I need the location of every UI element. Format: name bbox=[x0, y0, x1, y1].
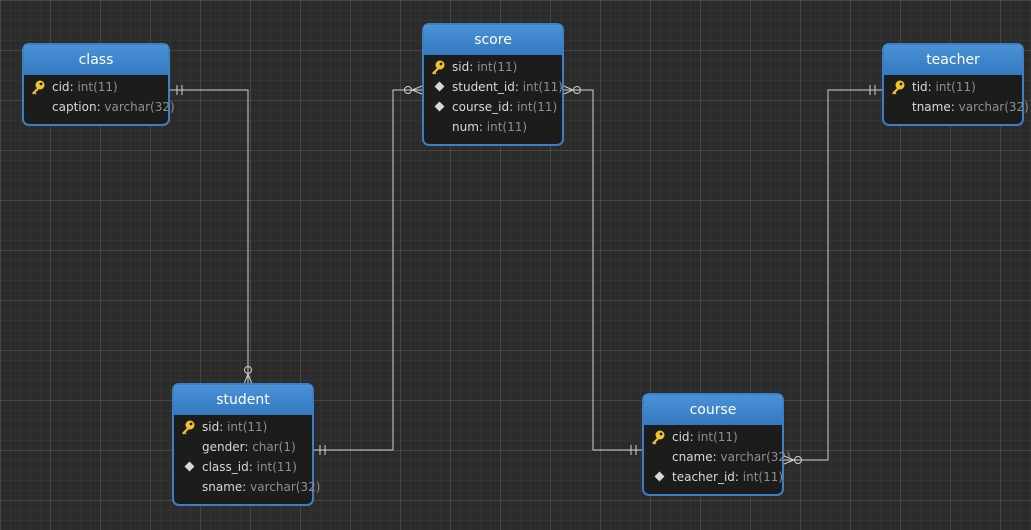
field-type: int(11) bbox=[742, 470, 784, 484]
field-sid[interactable]: sid: int(11) bbox=[424, 57, 562, 77]
field-cname[interactable]: cname: varchar(32) bbox=[672, 450, 791, 464]
field-caption[interactable]: caption: varchar(32) bbox=[52, 100, 175, 114]
field-type: varchar(32) bbox=[250, 480, 321, 494]
field-name: class_id bbox=[202, 460, 249, 474]
field-type: int(11) bbox=[522, 80, 563, 94]
field-name: tname bbox=[912, 100, 951, 114]
field-list: tid: int(11) tname: varchar(32) bbox=[884, 75, 1029, 121]
field-type: int(11) bbox=[77, 80, 118, 94]
field-type: int(11) bbox=[477, 60, 518, 74]
field-name: student_id bbox=[452, 80, 515, 94]
field-teacher-id[interactable]: teacher_id: int(11) bbox=[644, 467, 784, 487]
relationship-student-score[interactable] bbox=[314, 85, 423, 455]
field-cid[interactable]: cid: int(11) bbox=[24, 77, 168, 97]
key-icon bbox=[182, 420, 195, 435]
entity-header[interactable]: teacher bbox=[884, 45, 1022, 75]
entity-course[interactable]: course cid: int(11) cname: varchar(32) tea… bbox=[642, 393, 791, 496]
diamond-icon bbox=[184, 461, 195, 472]
field-sid[interactable]: sid: int(11) bbox=[174, 417, 312, 437]
key-icon bbox=[32, 80, 45, 95]
diamond-icon bbox=[434, 101, 445, 112]
field-type: int(11) bbox=[697, 430, 738, 444]
field-name: caption bbox=[52, 100, 97, 114]
field-type: int(11) bbox=[486, 120, 528, 134]
entity-header[interactable]: score bbox=[424, 25, 562, 55]
field-type: char(1) bbox=[252, 440, 296, 454]
field-name: sid bbox=[202, 420, 220, 434]
field-name: cid bbox=[52, 80, 70, 94]
diamond-icon bbox=[654, 471, 665, 482]
key-icon bbox=[652, 430, 665, 445]
field-name: sid bbox=[452, 60, 470, 74]
field-type: varchar(32) bbox=[104, 100, 175, 114]
field-list: cid: int(11) caption: varchar(32) bbox=[24, 75, 175, 121]
field-type: varchar(32) bbox=[720, 450, 791, 464]
field-list: sid: int(11) gender: char(1) class_id: int… bbox=[174, 415, 321, 501]
field-name: tid bbox=[912, 80, 928, 94]
entity-header[interactable]: course bbox=[644, 395, 782, 425]
entity-teacher[interactable]: teacher tid: int(11) tname: varchar(32) bbox=[882, 43, 1029, 126]
field-name: course_id bbox=[452, 100, 510, 114]
field-name: sname bbox=[202, 480, 243, 494]
field-cid[interactable]: cid: int(11) bbox=[644, 427, 782, 447]
field-type: int(11) bbox=[935, 80, 976, 94]
field-num[interactable]: num: int(11) bbox=[452, 120, 528, 134]
relationship-class-student[interactable] bbox=[170, 85, 253, 385]
field-gender[interactable]: gender: char(1) bbox=[202, 440, 296, 454]
field-name: cid bbox=[672, 430, 690, 444]
entity-header[interactable]: student bbox=[174, 385, 312, 415]
field-type: int(11) bbox=[256, 460, 297, 474]
field-tid[interactable]: tid: int(11) bbox=[884, 77, 1022, 97]
field-student-id[interactable]: student_id: int(11) bbox=[424, 77, 563, 97]
entity-student[interactable]: student sid: int(11) gender: char(1) class… bbox=[172, 383, 321, 506]
field-name: gender bbox=[202, 440, 245, 454]
field-type: int(11) bbox=[516, 100, 558, 114]
diamond-icon bbox=[434, 81, 445, 92]
field-name: num bbox=[452, 120, 479, 134]
key-icon bbox=[892, 80, 905, 95]
field-name: cname bbox=[672, 450, 713, 464]
field-course-id[interactable]: course_id: int(11) bbox=[424, 97, 562, 117]
entity-header[interactable]: class bbox=[24, 45, 168, 75]
field-list: sid: int(11)student_id: int(11)course_id… bbox=[424, 55, 563, 141]
entity-score[interactable]: score sid: int(11)student_id: int(11)cou… bbox=[422, 23, 564, 146]
field-name: teacher_id bbox=[672, 470, 735, 484]
field-type: int(11) bbox=[227, 420, 268, 434]
field-type: varchar(32) bbox=[958, 100, 1029, 114]
field-tname[interactable]: tname: varchar(32) bbox=[912, 100, 1029, 114]
field-class-id[interactable]: class_id: int(11) bbox=[174, 457, 312, 477]
field-list: cid: int(11) cname: varchar(32) teacher_id… bbox=[644, 425, 791, 491]
key-icon bbox=[432, 60, 445, 75]
relationship-course-score[interactable] bbox=[563, 85, 642, 455]
relationship-teacher-course[interactable] bbox=[783, 85, 882, 465]
entity-class[interactable]: class cid: int(11) caption: varchar(32) bbox=[22, 43, 175, 126]
field-sname[interactable]: sname: varchar(32) bbox=[202, 480, 321, 494]
